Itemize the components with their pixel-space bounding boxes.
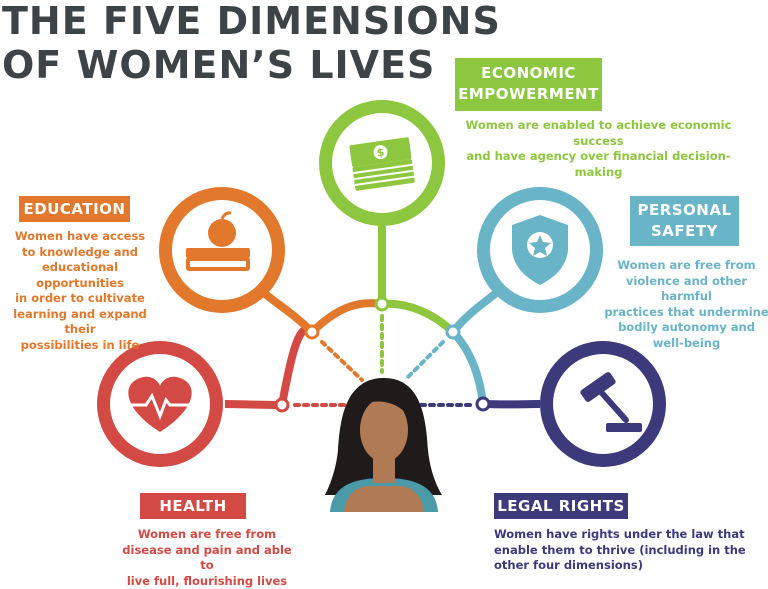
safety-desc-line: bodily autonomy and xyxy=(604,320,768,336)
safety-node xyxy=(477,187,603,313)
junction-legal xyxy=(477,398,489,410)
legal-desc-line: enable them to thrive (including in the xyxy=(494,543,754,559)
junction-safety xyxy=(447,326,459,338)
health-desc-line: live full, flourishing lives xyxy=(118,574,296,589)
economic-label-line-2: EMPOWERMENT xyxy=(455,84,602,105)
safety-desc-line: practices that undermine xyxy=(604,305,768,321)
education-desc-line: Women have access xyxy=(0,229,160,245)
economic-node: $ xyxy=(319,100,445,226)
education-desc-line: learning and expand their xyxy=(0,307,160,338)
junction-education xyxy=(306,326,318,338)
education-label: EDUCATION xyxy=(19,196,130,222)
economic-label-line-1: ECONOMIC xyxy=(455,63,602,84)
education-desc-line: educational opportunities xyxy=(0,260,160,291)
arc-economic xyxy=(382,304,453,332)
arc-health xyxy=(282,329,312,405)
dots-education xyxy=(322,342,362,380)
health-description: Women are free from disease and pain and… xyxy=(118,527,296,589)
stem-health xyxy=(225,404,282,405)
legal-node xyxy=(540,341,666,467)
safety-label-line-2: SAFETY xyxy=(630,221,739,242)
safety-desc-line: well-being xyxy=(604,336,768,352)
junction-economic xyxy=(376,298,388,310)
economic-desc-line-2: and have agency over financial decision-… xyxy=(446,149,751,180)
health-label: HEALTH xyxy=(140,493,246,519)
health-node xyxy=(97,341,223,467)
education-desc-line: to knowledge and xyxy=(0,245,160,261)
legal-desc-line: other four dimensions) xyxy=(494,558,754,574)
junction-health xyxy=(276,399,288,411)
personal-safety-description: Women are free from violence and other h… xyxy=(604,258,768,351)
safety-desc-line: Women are free from xyxy=(604,258,768,274)
safety-desc-line: violence and other harmful xyxy=(604,274,768,305)
safety-label-line-1: PERSONAL xyxy=(630,200,739,221)
economic-desc-line-1: Women are enabled to achieve economic su… xyxy=(446,118,751,149)
health-desc-line: disease and pain and able to xyxy=(118,543,296,574)
legal-desc-line: Women have rights under the law that xyxy=(494,527,754,543)
arc-education xyxy=(312,303,382,332)
legal-rights-label: LEGAL RIGHTS xyxy=(494,493,628,519)
woman-figure xyxy=(325,378,442,512)
education-desc-line: in order to cultivate xyxy=(0,291,160,307)
personal-safety-label: PERSONAL SAFETY xyxy=(630,196,739,246)
health-desc-line: Women are free from xyxy=(118,527,296,543)
education-node xyxy=(159,187,285,313)
economic-empowerment-label: ECONOMIC EMPOWERMENT xyxy=(455,58,602,111)
education-description: Women have access to knowledge and educa… xyxy=(0,229,160,353)
arc-safety xyxy=(453,332,483,404)
money-stack-icon: $ xyxy=(349,137,415,191)
legal-rights-description: Women have rights under the law that ena… xyxy=(494,527,754,574)
economic-empowerment-description: Women are enabled to achieve economic su… xyxy=(446,118,751,180)
education-desc-line: possibilities in life xyxy=(0,338,160,354)
dots-safety xyxy=(405,342,443,380)
